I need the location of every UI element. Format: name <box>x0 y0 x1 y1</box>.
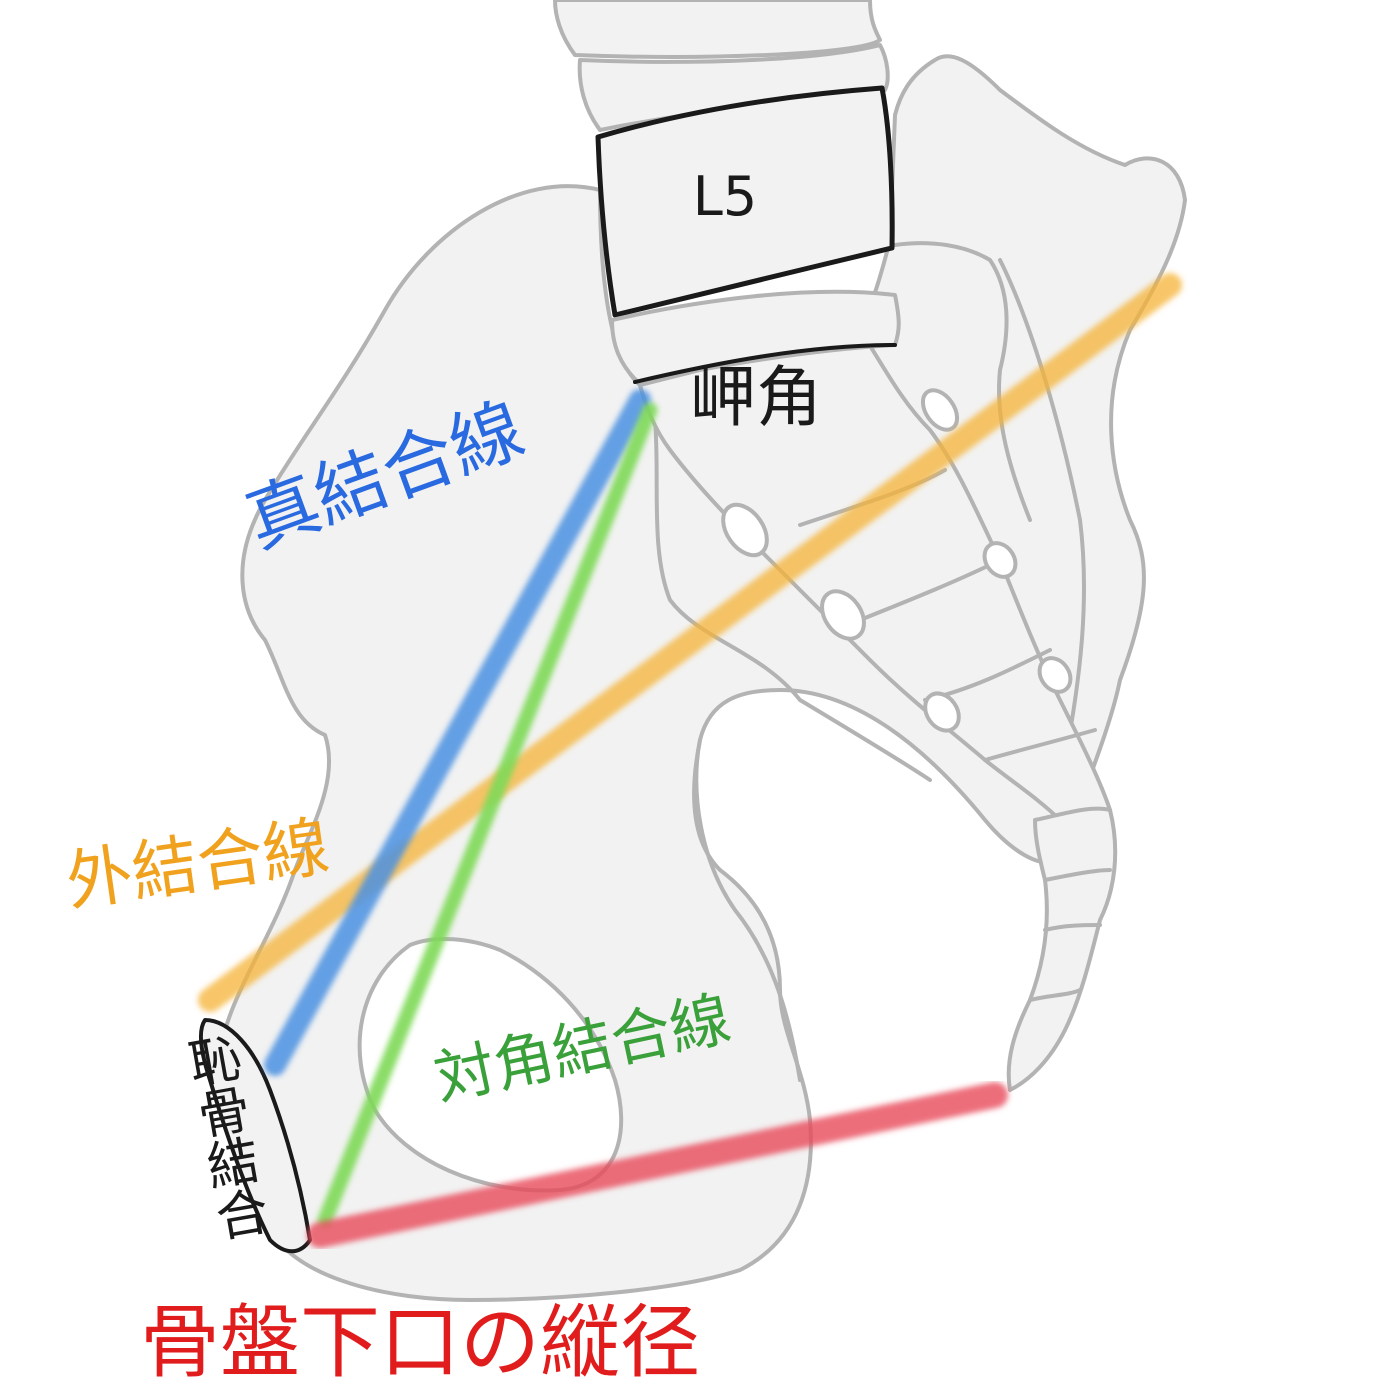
pubic-symphysis <box>198 1018 312 1254</box>
sacral-foramen-5 <box>982 541 1018 579</box>
coccyx-segment-3 <box>1028 988 1082 1002</box>
sacral-foramen-2 <box>820 589 866 641</box>
sacral-foramen-3 <box>923 691 961 733</box>
vertebra-l4 <box>577 43 890 132</box>
vertebra-l5 <box>595 85 895 318</box>
sacral-foramen-1 <box>721 502 769 558</box>
sacral-foramen-4 <box>920 388 960 432</box>
ilium-contour <box>653 418 932 782</box>
coccyx-segment-2 <box>1043 923 1102 932</box>
ilium-contour-2 <box>893 241 1032 522</box>
true-conjugate-line <box>264 389 651 1076</box>
ilium-contour-3 <box>998 258 1086 762</box>
promontory-label: 岬角 <box>690 359 822 436</box>
coccyx-segment-1 <box>1043 868 1112 882</box>
outlet-diameter-line <box>307 1082 1008 1248</box>
vertebra-upper <box>553 0 882 59</box>
sacral-foramen-6 <box>1037 656 1073 694</box>
ischial-notch <box>694 738 802 1082</box>
promontory-line <box>633 343 897 384</box>
sacral-segment-4 <box>983 728 1097 762</box>
diagonal-conjugate-line <box>317 402 658 1228</box>
coccyx <box>1006 806 1118 1092</box>
l5-label: L5 <box>693 165 757 228</box>
outlet-diameter-label: 骨盤下口の縦径 <box>140 1296 700 1389</box>
